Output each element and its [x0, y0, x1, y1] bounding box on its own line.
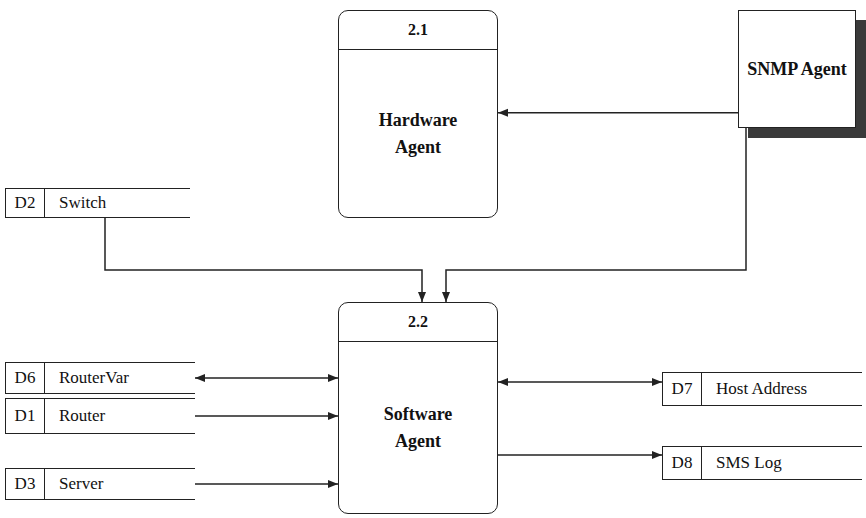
external-entity: SNMP Agent: [738, 10, 856, 128]
store-name: Host Address: [716, 379, 807, 399]
process-number: 2.1: [408, 21, 428, 39]
data-flow-arrow: [498, 112, 738, 114]
data-store: D8 SMS Log: [662, 446, 862, 480]
data-flow-arrow: [195, 483, 338, 485]
store-name: Switch: [59, 193, 106, 213]
data-store: D6 RouterVar: [5, 362, 195, 394]
store-id: D3: [15, 474, 36, 494]
process-header: 2.2: [339, 303, 497, 342]
store-id-cell: D8: [663, 447, 702, 479]
data-flow-arrow: [498, 454, 662, 456]
store-id: D1: [15, 406, 36, 426]
store-name: RouterVar: [59, 368, 129, 388]
store-id: D8: [672, 453, 693, 473]
store-id-cell: D7: [663, 373, 702, 405]
data-store: D7 Host Address: [662, 372, 862, 406]
store-name-cell: Router: [45, 399, 195, 433]
data-store: D1 Router: [5, 398, 195, 434]
process-label: Software Agent: [369, 401, 467, 453]
store-id: D7: [672, 379, 693, 399]
store-name: SMS Log: [716, 453, 782, 473]
store-id: D2: [15, 193, 36, 213]
process-box: 2.2Software Agent: [338, 302, 498, 514]
process-body: Software Agent: [339, 342, 497, 513]
data-flow-arrow: [195, 377, 338, 379]
store-id-cell: D6: [6, 363, 45, 393]
process-number: 2.2: [408, 313, 428, 331]
data-store: D3 Server: [5, 468, 195, 500]
store-id-cell: D2: [6, 189, 45, 217]
store-name-cell: Host Address: [702, 373, 862, 405]
store-id: D6: [15, 368, 36, 388]
process-box: 2.1Hardware Agent: [338, 10, 498, 218]
store-name-cell: Server: [45, 469, 195, 499]
entity-label: SNMP Agent: [747, 59, 847, 80]
store-id-cell: D1: [6, 399, 45, 433]
store-name-cell: SMS Log: [702, 447, 862, 479]
data-flow-arrow: [498, 381, 662, 383]
store-name: Router: [59, 406, 105, 426]
process-header: 2.1: [339, 11, 497, 50]
process-body: Hardware Agent: [339, 50, 497, 217]
process-label: Hardware Agent: [369, 107, 467, 159]
store-id-cell: D3: [6, 469, 45, 499]
store-name-cell: Switch: [45, 189, 190, 217]
data-flow-arrow: [195, 415, 338, 417]
data-store: D2 Switch: [5, 188, 190, 218]
store-name-cell: RouterVar: [45, 363, 195, 393]
store-name: Server: [59, 474, 103, 494]
data-flow-arrow: [105, 218, 422, 302]
